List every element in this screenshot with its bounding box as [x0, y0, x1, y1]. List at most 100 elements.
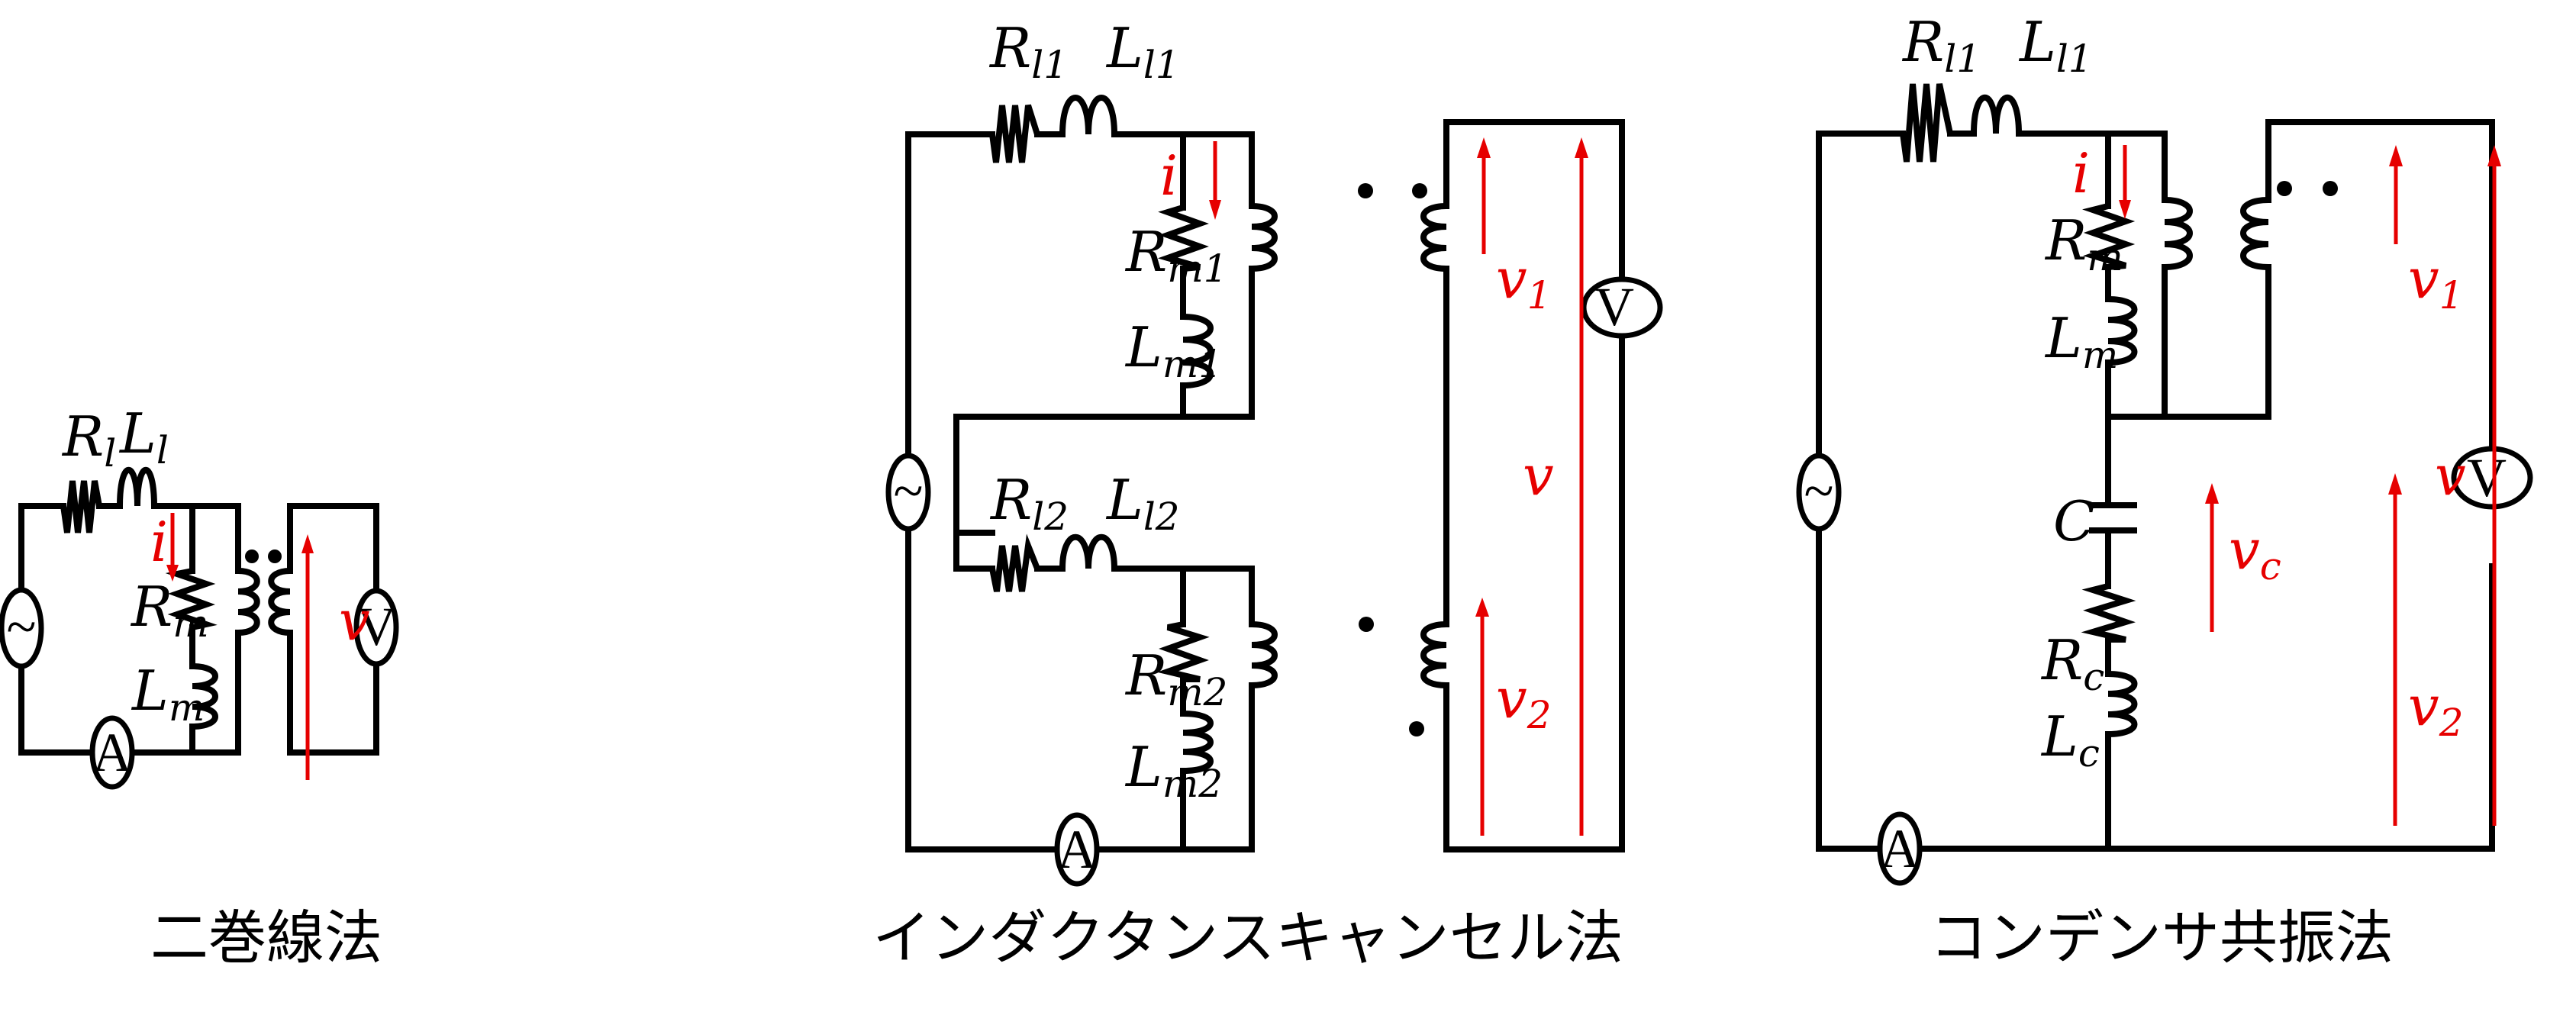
circuit-inductance-cancel: ~ A V Rl1 Ll1 Rm1 Lm1 Rl2 Ll2 Rm2 Lm2 i … — [872, 16, 1663, 972]
transformer1-primary-coil — [1249, 203, 1278, 290]
label-Lm1: Lm1 — [1124, 315, 1223, 386]
polarity-dot — [2323, 181, 2338, 196]
ac-source-icon — [0, 587, 44, 669]
resistor-Rm — [2082, 203, 2136, 270]
resistor-Rl2 — [989, 533, 1040, 592]
ac-source-symbol: ~ — [7, 596, 37, 657]
transformer2-primary-coil — [1249, 621, 1278, 733]
current-arrowhead — [1209, 200, 1221, 220]
label-voltage-v: v — [1523, 443, 1554, 508]
voltage-arrowhead — [2389, 145, 2403, 166]
label-Rc: Rc — [2040, 628, 2104, 699]
inductor-Lm — [2107, 296, 2138, 366]
label-Lc: Lc — [2040, 704, 2100, 775]
label-Rm2: Rm2 — [1124, 643, 1227, 714]
inductor-Lm2 — [1182, 711, 1214, 774]
ammeter-symbol: A — [92, 722, 132, 783]
label-current-i: i — [1160, 143, 1178, 208]
inductor-Ll — [117, 467, 157, 507]
inductor-Ll2 — [1059, 533, 1117, 569]
wire — [953, 530, 995, 572]
voltage-arrowhead — [1575, 137, 1588, 158]
voltage-arrowhead — [2487, 145, 2501, 166]
wire — [287, 503, 379, 756]
polarity-dot — [1412, 183, 1427, 198]
transformer1-secondary-coil — [1420, 203, 1447, 272]
resistor-Rl1 — [989, 104, 1040, 163]
wire — [18, 503, 241, 756]
label-Ll2: Ll2 — [1105, 468, 1180, 539]
label-Lm: Lm — [131, 659, 205, 730]
label-Rl: Rl — [61, 404, 116, 475]
voltage-arrowhead — [301, 534, 314, 553]
label-voltage-v1: v1 — [2408, 247, 2464, 317]
current-arrowhead — [166, 565, 179, 582]
voltage-arrowhead — [2205, 483, 2219, 504]
label-Rm: Rm — [2044, 208, 2123, 279]
caption-capacitor-resonance: コンデンサ共振法 — [1930, 904, 2394, 972]
resistor-Rm1 — [1157, 205, 1209, 272]
label-Lm: Lm — [2044, 306, 2118, 377]
transformer-primary-coil — [237, 568, 260, 636]
label-voltage-v: v — [339, 588, 370, 653]
transformer2-secondary-coil — [1420, 621, 1447, 688]
label-Ll: Ll — [118, 401, 169, 472]
voltage-arrowhead — [1477, 137, 1491, 158]
label-C: C — [2053, 489, 2095, 553]
polarity-dot — [245, 550, 259, 563]
polarity-dot — [2277, 181, 2292, 196]
inductor-Lc — [2107, 671, 2138, 737]
ac-source-symbol: ~ — [894, 460, 924, 521]
label-Rm: Rm — [130, 575, 209, 646]
circuit-capacitor-resonance: ~ A V Rl1 Ll1 Rm Lm C Rc Lc i v1 v v2 vc… — [1796, 10, 2533, 972]
label-Rl1: Rl1 — [1901, 10, 1981, 81]
label-voltage-v2: v2 — [2408, 674, 2464, 745]
resistor-Rc — [2081, 583, 2136, 643]
voltmeter-icon — [353, 588, 399, 667]
ammeter-icon — [1877, 811, 1923, 886]
voltmeter-symbol: V — [356, 596, 396, 657]
voltmeter-symbol: V — [1594, 276, 1634, 337]
current-arrowhead — [2119, 200, 2131, 219]
polarity-dot — [268, 550, 282, 563]
voltage-arrowhead — [1475, 598, 1489, 617]
ammeter-icon — [1054, 812, 1100, 887]
resistor-Rl1 — [1900, 83, 1953, 163]
wire — [1816, 119, 2495, 852]
label-voltage-v1: v1 — [1496, 247, 1552, 317]
label-voltage-v2: v2 — [1496, 666, 1552, 737]
label-Rm1: Rm1 — [1124, 220, 1227, 291]
label-Ll1: Ll1 — [2018, 10, 2093, 81]
voltmeter-icon — [2451, 446, 2533, 510]
label-voltage-vc: vc — [2229, 517, 2281, 588]
ac-source-symbol: ~ — [1804, 460, 1834, 521]
label-Rl1: Rl1 — [988, 16, 1068, 87]
ac-source-icon — [1796, 453, 1842, 532]
wire — [1443, 119, 1625, 852]
label-Lm2: Lm2 — [1124, 735, 1223, 806]
wire — [905, 531, 1255, 852]
wire — [905, 131, 1255, 536]
ac-source-icon — [885, 453, 931, 532]
ammeter-icon — [89, 715, 135, 790]
resistor-Rl — [60, 480, 102, 533]
ammeter-symbol: A — [1880, 818, 1920, 879]
transformer-primary-coil — [2164, 197, 2193, 270]
ammeter-symbol: A — [1057, 819, 1097, 880]
polarity-dot — [1409, 721, 1424, 736]
polarity-dot — [1358, 183, 1373, 198]
voltmeter-symbol: V — [2467, 447, 2507, 508]
transformer-secondary-coil — [2240, 197, 2269, 270]
polarity-dot — [1359, 617, 1374, 632]
resistor-Rm — [165, 568, 218, 630]
label-Rl2: Rl2 — [989, 468, 1069, 539]
label-Ll1: Ll1 — [1105, 16, 1180, 87]
inductor-Ll1 — [1971, 95, 2022, 134]
circuit-two-winding: ~ A V Rl Ll Rm Lm i v 二巻線法 — [0, 401, 399, 972]
resistor-Rm2 — [1156, 621, 1210, 682]
label-voltage-v: v — [2435, 443, 2466, 508]
voltmeter-icon — [1581, 276, 1663, 339]
label-current-i: i — [150, 510, 168, 574]
caption-two-winding: 二巻線法 — [150, 904, 382, 972]
